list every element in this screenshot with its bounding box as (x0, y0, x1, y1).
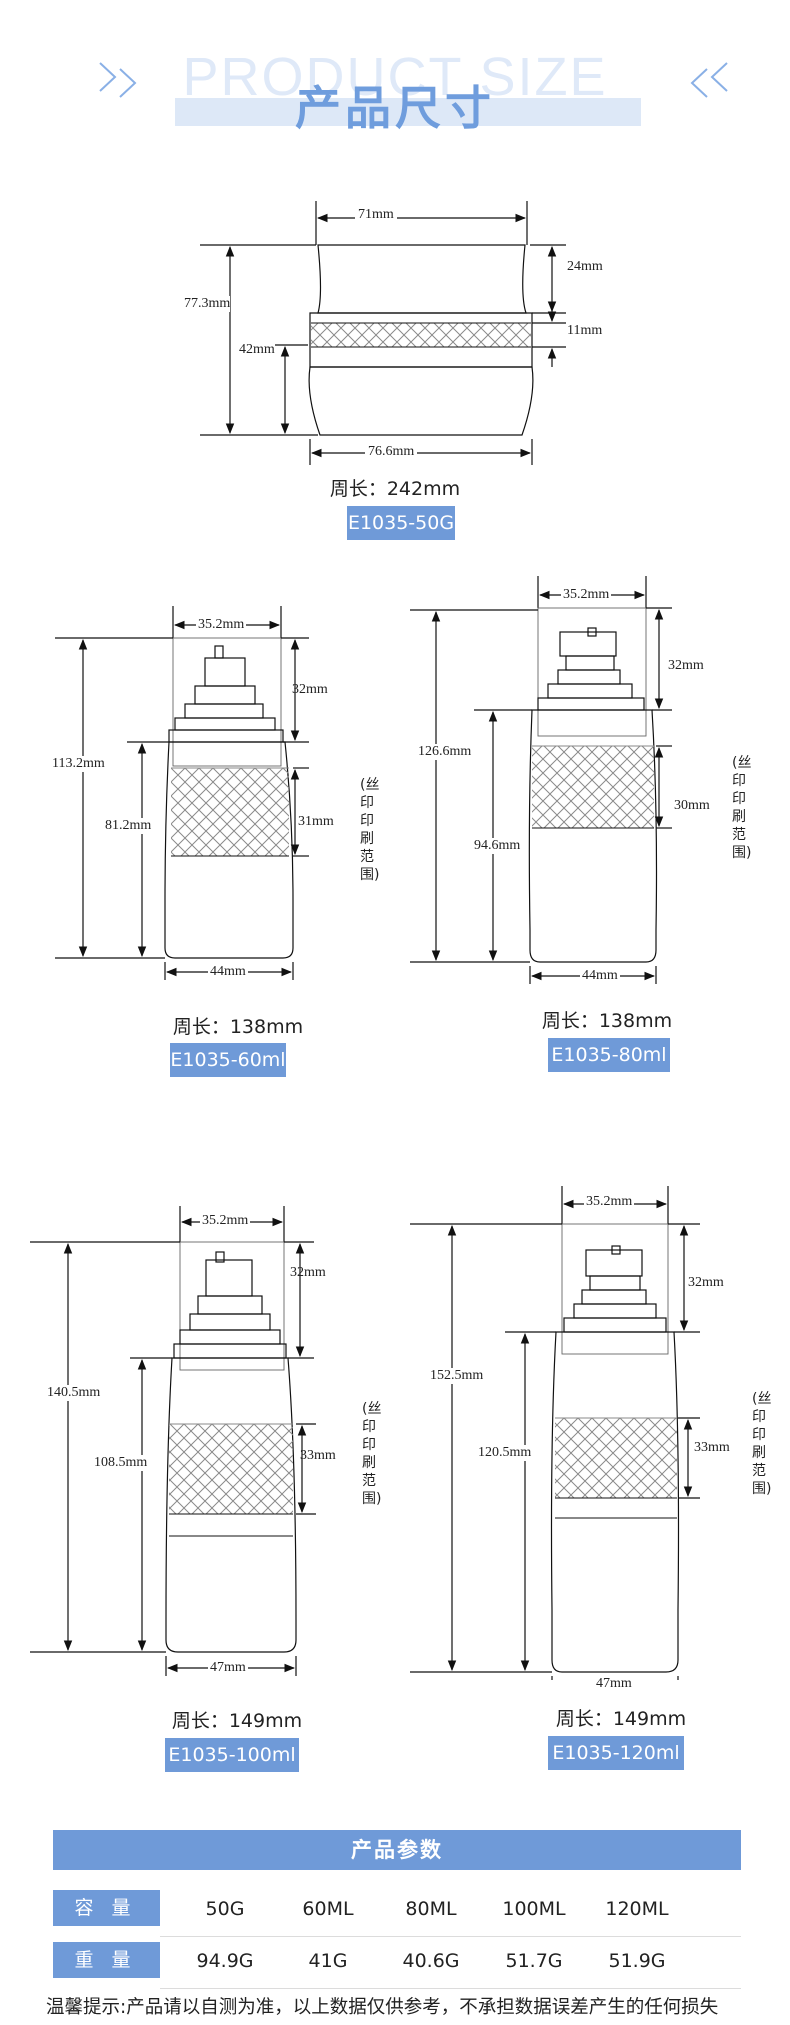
table-cell: 50G (205, 1898, 245, 1920)
table-cell: 60ML (302, 1898, 354, 1920)
print-area-label-100: (丝印印刷范围) (362, 1401, 382, 1507)
model-badge-80ml: E1035-80ml (548, 1038, 670, 1072)
dim-body-width-100: 47mm (208, 1660, 248, 1676)
jar-50g-diagram (200, 201, 566, 465)
dim-body-width-120: 47mm (594, 1676, 634, 1692)
dim-height-total-120: 152.5mm (430, 1368, 484, 1384)
dim-print-height-80: 30mm (674, 798, 710, 813)
dim-body-width-80: 44mm (580, 968, 620, 984)
table-cell: 40.6G (402, 1950, 460, 1972)
table-cell: 51.9G (608, 1950, 666, 1972)
dim-height-lower: 42mm (239, 342, 275, 358)
row-divider (160, 1936, 741, 1937)
model-badge-50g: E1035-50G (347, 506, 455, 540)
dim-cap-width-100: 35.2mm (200, 1213, 251, 1229)
model-badge-120ml: E1035-120ml (548, 1736, 684, 1770)
dim-cap-width-60: 35.2mm (196, 617, 247, 633)
dim-cap-height-120: 32mm (688, 1275, 724, 1290)
table-cell: 51.7G (505, 1950, 563, 1972)
perimeter-120ml: 周长：149mm (555, 1708, 687, 1730)
perimeter-50g: 周长：242mm (329, 478, 461, 500)
model-badge-60ml: E1035-60ml (170, 1043, 286, 1077)
dim-cap-height-80: 32mm (668, 658, 704, 673)
table-cell: 94.9G (196, 1950, 254, 1972)
dim-cap-width-80: 35.2mm (561, 587, 612, 603)
dim-body-height-80: 94.6mm (474, 838, 521, 854)
print-area-label-80: (丝印印刷范围) (732, 755, 752, 861)
dim-cap-width-120: 35.2mm (584, 1194, 635, 1210)
header-title-cn: 产品尺寸 (295, 81, 495, 135)
dim-width-bottom: 76.6mm (365, 444, 418, 460)
row-divider (160, 1988, 741, 1989)
dim-body-height-120: 120.5mm (478, 1445, 532, 1461)
perimeter-100ml: 周长：149mm (171, 1710, 303, 1732)
perimeter-60ml: 周长：138mm (172, 1016, 304, 1038)
table-title: 产品参数 (53, 1830, 741, 1870)
dim-band-height: 11mm (567, 323, 603, 338)
dim-cap-height-60: 32mm (292, 682, 328, 697)
table-cell: 100ML (502, 1898, 566, 1920)
row-label-weight: 重量 (53, 1942, 160, 1978)
disclaimer-note: 温馨提示:产品请以自测为准，以上数据仅供参考，不承担数据误差产生的任何损失 (46, 1997, 719, 2018)
bottle-120ml-diagram (410, 1186, 700, 1680)
bottle-60ml-diagram (55, 606, 309, 980)
chevrons-right-icon (99, 62, 137, 98)
header-band (175, 98, 641, 126)
dim-width-top: 71mm (355, 207, 397, 223)
row-label-capacity: 容量 (53, 1890, 160, 1926)
table-cell: 80ML (405, 1898, 457, 1920)
dim-body-width-60: 44mm (208, 964, 248, 980)
dim-body-height-100: 108.5mm (94, 1455, 148, 1471)
table-cell: 41G (308, 1950, 348, 1972)
dim-lid-height: 24mm (567, 259, 603, 274)
dim-height-total-80: 126.6mm (418, 744, 472, 760)
bottle-100ml-diagram (30, 1206, 316, 1676)
dim-cap-height-100: 32mm (290, 1265, 326, 1280)
dim-height-total: 77.3mm (184, 296, 231, 312)
dim-print-height-60: 31mm (298, 814, 334, 829)
dim-print-height-100: 33mm (300, 1448, 336, 1463)
dim-body-height-60: 81.2mm (105, 818, 152, 834)
print-area-label-120: (丝印印刷范围) (752, 1391, 772, 1497)
perimeter-80ml: 周长：138mm (541, 1010, 673, 1032)
chevrons-left-icon (690, 62, 728, 98)
table-cell: 120ML (605, 1898, 669, 1920)
header-title-en: PRODUCT SIZE (182, 47, 608, 107)
dim-height-total-60: 113.2mm (52, 756, 105, 772)
bottle-80ml-diagram (410, 576, 672, 984)
dim-height-total-100: 140.5mm (47, 1385, 101, 1401)
dim-print-height-120: 33mm (694, 1440, 730, 1455)
print-area-label-60: (丝印印刷范围) (360, 777, 380, 883)
model-badge-100ml: E1035-100ml (165, 1738, 299, 1772)
